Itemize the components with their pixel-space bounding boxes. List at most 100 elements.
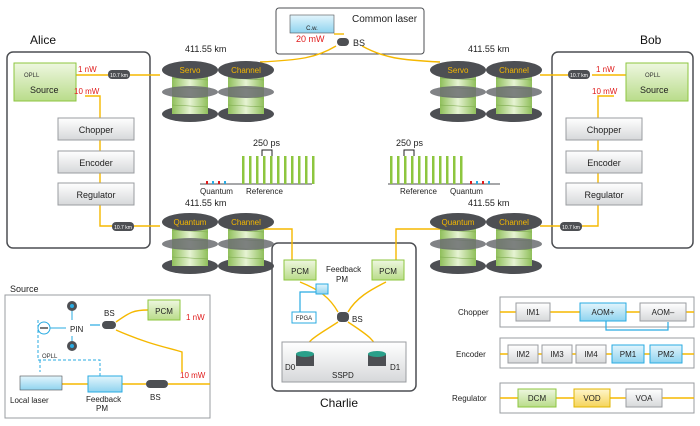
bob-chopper-box [565, 117, 643, 141]
legend-pm2-label: PM2 [658, 350, 675, 359]
charlie-pm-label: PM [336, 275, 348, 284]
legend-im4-label: IM4 [584, 350, 598, 359]
alice-quantum-spool-label: Quantum [174, 218, 207, 227]
legend-voa-label: VOA [636, 394, 654, 403]
bob-source-box [625, 62, 689, 102]
charlie-pcm-right-label: PCM [379, 267, 397, 276]
local-laser-icon [19, 375, 63, 391]
chopper-feedback-loop [605, 320, 669, 331]
alice-chopper-label: Chopper [79, 125, 114, 135]
legend-pm2-box [649, 344, 683, 364]
bob-power-1nw: 1 nW [596, 65, 615, 74]
legend-dcm-box [517, 388, 557, 408]
bs-common-icon [337, 38, 349, 46]
legend-vod-box [573, 388, 611, 408]
fiber-pcm-to-bs-right [347, 281, 387, 313]
charlie-pcm-left-label: PCM [291, 267, 309, 276]
alice-channel2-spool-label: Channel [231, 218, 261, 227]
pin-label: PIN [70, 325, 84, 334]
bob-servo-spool-label: Servo [448, 66, 469, 75]
fiber-bs-to-bob-servo [361, 45, 441, 63]
fiber-alice-channel-to-charlie [258, 228, 293, 262]
bob-regulator-label: Regulator [584, 190, 623, 200]
legend-im4-box [575, 344, 607, 364]
legend-voa-box [625, 388, 663, 408]
bob-att-bottom-label: 10.7 km [562, 225, 580, 231]
source-power-1nw: 1 nW [186, 313, 205, 322]
fiber-pcm-to-bs-left [299, 281, 339, 313]
fiber-src-bs-to-pcm [115, 309, 149, 323]
charlie-pcm-right [371, 259, 405, 281]
legend-im3-label: IM3 [550, 350, 564, 359]
detector-d1-icon [368, 351, 386, 366]
alice-channel2-spool: Channel [218, 213, 274, 274]
alice-power-1nw: 1 nW [78, 65, 97, 74]
source-bs-icon [102, 321, 116, 329]
bob-quantum-spool-label: Quantum [442, 218, 475, 227]
bob-bottom-spool-length: 411.55 km [468, 198, 509, 208]
alice-source-label: Source [30, 85, 59, 95]
legend-aom-minus-label: AOM– [652, 308, 675, 317]
alice-channel-spool-label: Channel [231, 66, 261, 75]
legend-pm1-box [611, 344, 645, 364]
bob-source-label: Source [640, 85, 669, 95]
charlie-label: Charlie [320, 396, 358, 410]
opll-loop [37, 320, 101, 376]
alice-encoder-label: Encoder [79, 158, 113, 168]
legend-im1-box [515, 302, 551, 322]
alice-att-bottom [112, 222, 134, 231]
detector-d0-icon [296, 351, 314, 366]
fiber-src-bs-to-out [115, 329, 183, 372]
fpga-line [299, 291, 318, 320]
source-bs-label: BS [104, 309, 115, 318]
alice-quantum-pulse-label: Quantum [200, 187, 233, 196]
legend-dcm-label: DCM [528, 394, 547, 403]
bob-regulator-box [565, 182, 643, 206]
bob-quantum-spool: Quantum [430, 213, 486, 274]
alice-pulse-bracket [261, 149, 273, 156]
bob-reference-pulse-label: Reference [400, 187, 437, 196]
legend-im2-box [507, 344, 539, 364]
alice-servo-spool-label: Servo [180, 66, 201, 75]
alice-regulator-box [57, 182, 135, 206]
legend-im2-label: IM2 [516, 350, 530, 359]
legend-encoder-label: Encoder [456, 350, 486, 359]
legend-aom-minus-box [639, 302, 687, 322]
bob-att-top-label: 10.7 km [570, 73, 588, 79]
alice-regulator-label: Regulator [76, 190, 115, 200]
pin-wiring [50, 311, 73, 341]
alice-servo-spool: Servo [162, 61, 218, 122]
charlie-fpga-label: FPGA [296, 316, 312, 322]
source-power-10mw: 10 mW [180, 371, 206, 380]
alice-bottom-spool-length: 411.55 km [185, 198, 226, 208]
alice-quantum-spool: Quantum [162, 213, 218, 274]
alice-att-top [108, 70, 130, 79]
bob-pulse-train [388, 156, 500, 185]
legend-aom-plus-box [579, 302, 627, 322]
source-pcm-box [147, 299, 181, 321]
local-laser-label: Local laser [10, 396, 49, 405]
charlie-bs-icon [337, 312, 349, 322]
alice-reference-pulse-label: Reference [246, 187, 283, 196]
common-laser-power: 20 mW [296, 34, 325, 44]
photodiode-top-icon [67, 301, 77, 311]
bob-channel-spool: Channel [486, 61, 542, 122]
legend-im1-label: IM1 [526, 308, 540, 317]
legend-pm1-label: PM1 [620, 350, 637, 359]
source-out-bs-label: BS [150, 393, 161, 402]
common-laser-label: Common laser [352, 14, 418, 25]
common-laser-icon: C.w. [289, 14, 335, 34]
bob-power-10mw: 10 mW [592, 87, 618, 96]
bob-channel2-spool-label: Channel [499, 218, 529, 227]
legend-aom-plus-label: AOM+ [592, 308, 615, 317]
bob-encoder-label: Encoder [587, 158, 621, 168]
bs-common-label: BS [353, 38, 365, 48]
source-detail-title: Source [10, 284, 39, 294]
charlie-feedback-label: Feedback [326, 265, 362, 274]
charlie-bs-label: BS [352, 315, 363, 324]
alice-chopper-box [57, 117, 135, 141]
alice-source-box [13, 62, 77, 102]
source-out-bs-icon [146, 380, 168, 388]
